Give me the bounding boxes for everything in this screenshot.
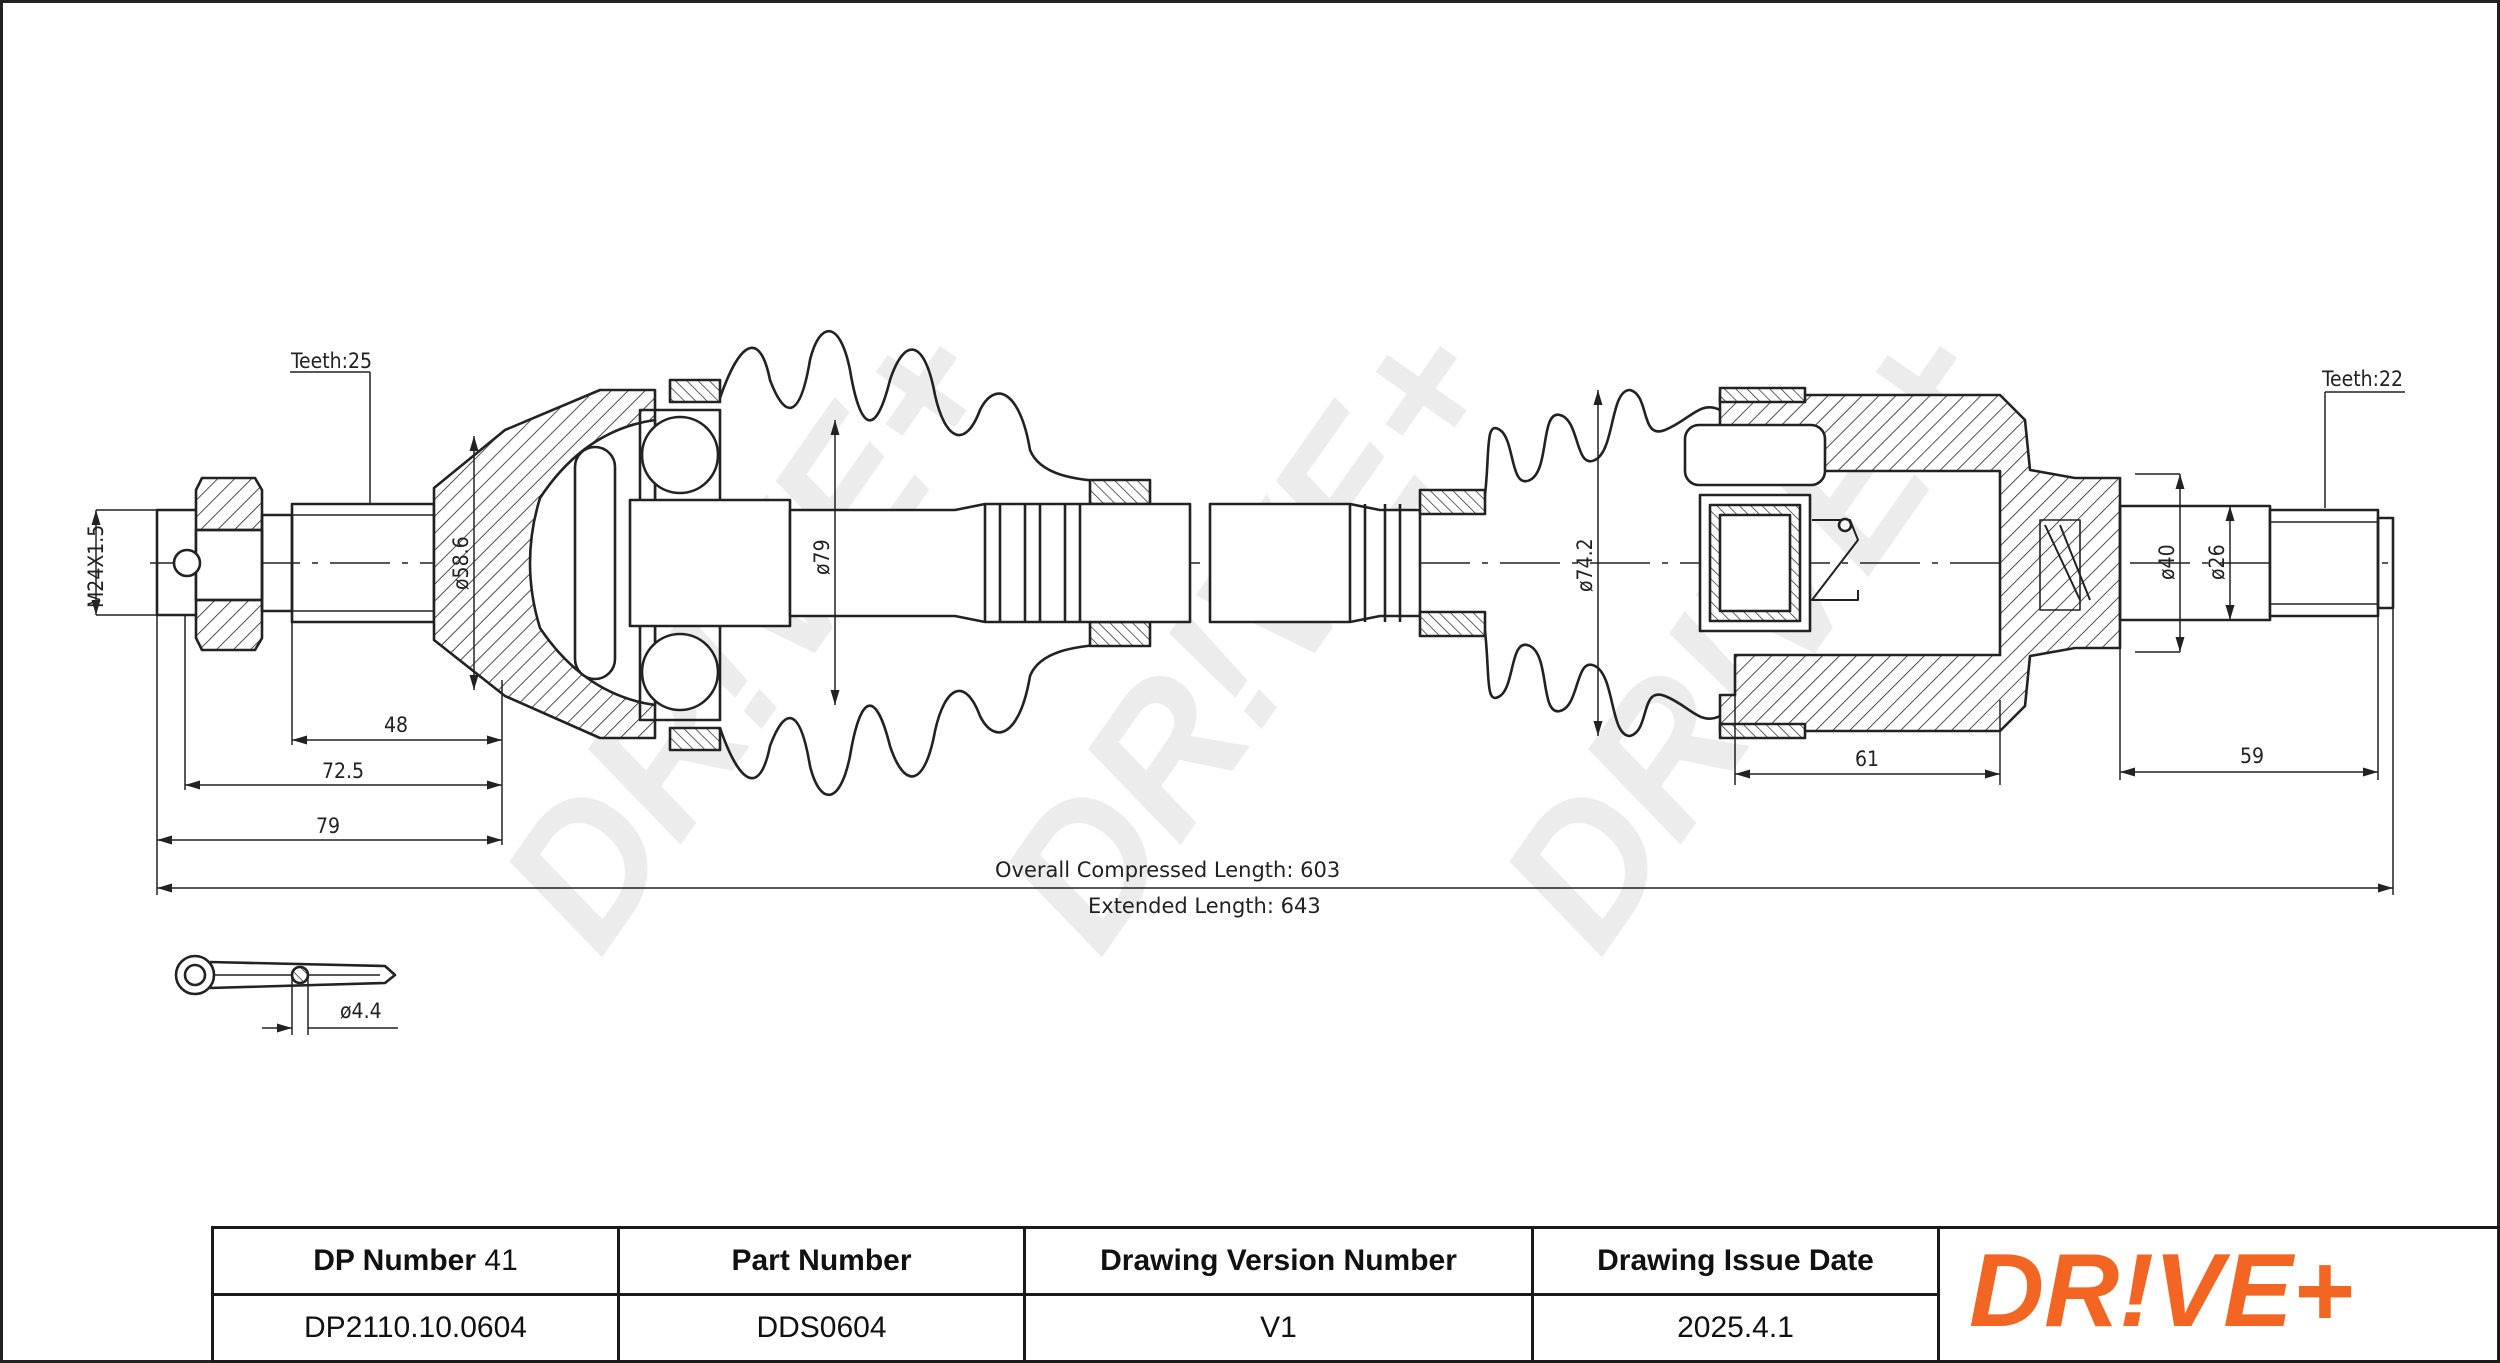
ball-bottom	[640, 632, 720, 712]
cotter-hole	[172, 548, 202, 578]
boot-bottom-left	[718, 642, 1111, 797]
drive-logo-text: DR!VE+	[1969, 1236, 2353, 1346]
axle-shaft-right	[1208, 502, 1422, 624]
dim-59-label: 59	[2240, 744, 2264, 768]
dp-number-value: DP2110.10.0604	[211, 1293, 620, 1363]
teeth-left-label: Teeth:25	[290, 349, 372, 373]
dia-74-2-label: ø74.2	[1573, 538, 1597, 592]
dp-number-count: 41	[484, 1244, 518, 1277]
boot-top-right	[1483, 388, 1771, 496]
dim-79-label: 79	[316, 814, 340, 838]
teeth-right-label: Teeth:22	[2321, 367, 2403, 391]
clamp-bottom-left	[668, 726, 722, 752]
dim-72-5-label: 72.5	[322, 759, 364, 783]
boot-bottom-right	[1483, 630, 1771, 738]
dp-number-header: DP Number 41	[211, 1226, 620, 1296]
part-number-header: Part Number	[617, 1226, 1026, 1296]
extended-length-label: Extended Length: 643	[1088, 894, 1321, 918]
dia-40-label: ø40	[2155, 544, 2179, 580]
issue-date-value: 2025.4.1	[1531, 1293, 1940, 1363]
axle-shaft-left	[788, 502, 1192, 624]
dp-number-label: DP Number	[313, 1244, 477, 1277]
dim-48-label: 48	[384, 713, 408, 737]
issue-date-header: Drawing Issue Date	[1531, 1226, 1940, 1296]
drive-logo: DR!VE+	[1969, 1233, 2353, 1349]
thread-label: M24X1.5	[84, 525, 108, 608]
pin-dia-label: ø4.4	[340, 999, 382, 1023]
overall-length-label: Overall Compressed Length: 603	[995, 858, 1340, 882]
version-value: V1	[1023, 1293, 1534, 1363]
clamp-top-left	[668, 378, 722, 404]
part-number-value: DDS0604	[617, 1293, 1026, 1363]
dia-79-label: ø79	[810, 539, 834, 575]
cotter-pin-eye	[174, 954, 216, 996]
dia-26-label: ø26	[2205, 544, 2229, 580]
roller-top	[1683, 423, 1827, 487]
dim-61-label: 61	[1855, 747, 1879, 771]
dia-58-6-label: ø58.6	[449, 536, 473, 590]
inner-race	[628, 498, 792, 628]
brand-logo-cell: DR!VE+	[1937, 1226, 2500, 1363]
title-block: DP Number 41 Part Number Drawing Version…	[211, 1226, 2500, 1363]
cotter-pin-leg	[209, 960, 397, 990]
ball-top	[640, 415, 720, 495]
version-header: Drawing Version Number	[1023, 1226, 1534, 1296]
boot-top-left	[718, 329, 1111, 484]
